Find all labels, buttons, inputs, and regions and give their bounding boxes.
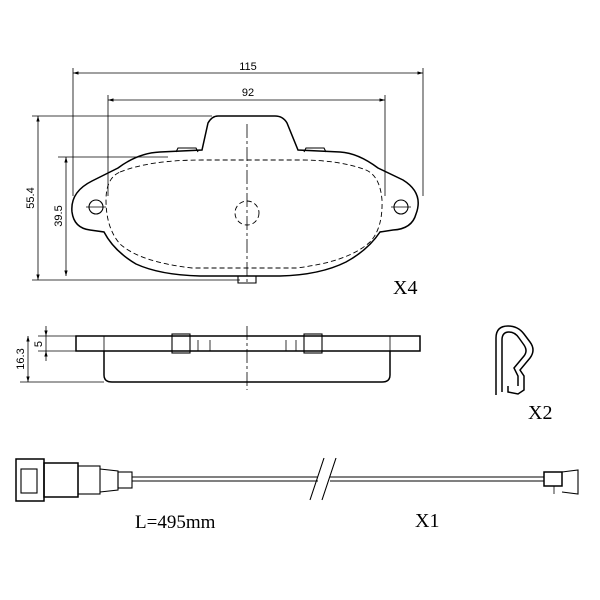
side-backing-plate (75, 335, 421, 352)
sensor-connector-body (15, 458, 45, 502)
dim-115-label: 115 (239, 61, 257, 73)
dim-16-3-label: 16.3 (15, 348, 27, 369)
dimension-total-thickness: 16.3 (15, 336, 104, 383)
sensor-connector-housing (43, 462, 79, 498)
sensor-connector-collar (77, 465, 101, 495)
pad-quantity-label: X4 (393, 277, 417, 299)
sensor-strain-relief (117, 471, 133, 489)
wear-sensor-drawing (15, 457, 579, 502)
dimension-hole-spacing: 92 (107, 87, 386, 196)
top-right-tab (303, 147, 327, 153)
sensor-length-label: L=495mm (135, 512, 216, 533)
sensor-quantity-label: X1 (415, 510, 439, 532)
friction-material-outline (105, 159, 383, 269)
dim-55-4-label: 55.4 (25, 187, 37, 208)
dimension-overall-width: 115 (72, 61, 424, 196)
dim-39-5-label: 39.5 (53, 205, 65, 226)
side-clip-right (303, 333, 323, 354)
dimension-inner-height: 39.5 (53, 156, 168, 276)
bottom-tab (237, 276, 257, 284)
pad-side-view (75, 326, 421, 390)
backing-plate-outline (71, 115, 419, 277)
cable-break-mark-1 (309, 457, 325, 501)
pad-front-view (71, 115, 419, 284)
cable-break-mark-2 (321, 457, 337, 501)
top-left-tab (175, 147, 199, 153)
spring-clip-outer (495, 325, 534, 395)
sensor-probe-clip (561, 469, 579, 495)
dimension-overall-height: 55.4 (25, 115, 240, 281)
dim-92-label: 92 (242, 87, 254, 99)
side-clip-left (171, 333, 191, 354)
dimension-backplate-thickness: 5 (33, 326, 76, 361)
clip-quantity-label: X2 (528, 402, 552, 424)
dim-5-label: 5 (33, 341, 45, 347)
sensor-connector-tail (99, 468, 119, 493)
spring-clip-inner (501, 331, 527, 392)
sensor-connector-latch (20, 468, 38, 494)
sensor-probe (543, 471, 563, 487)
spring-clip-drawing (495, 325, 534, 395)
